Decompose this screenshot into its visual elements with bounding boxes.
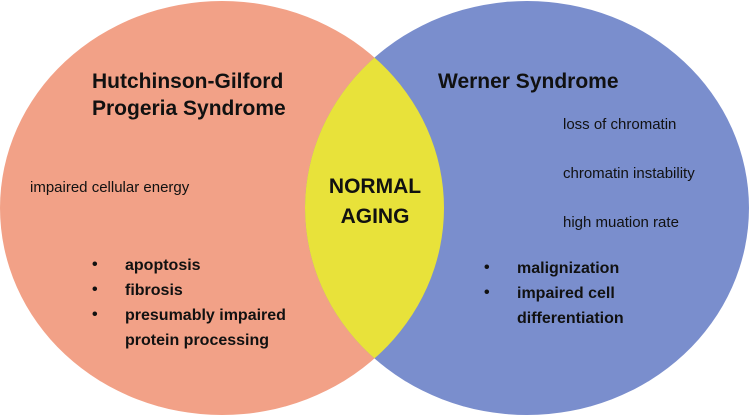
left-circle (0, 1, 444, 415)
left-bullet-marker: • (92, 306, 98, 323)
left-title: Hutchinson-Gilford Progeria Syndrome (92, 68, 286, 122)
right-note: high muation rate (563, 214, 679, 231)
right-note: chromatin instability (563, 165, 695, 182)
left-bullet-item: apoptosis (125, 257, 201, 274)
left-note: impaired cellular energy (30, 179, 190, 196)
overlap-label-line1: NORMAL (328, 175, 422, 198)
right-circle (305, 1, 749, 415)
left-title-line2: Progeria Syndrome (92, 97, 286, 120)
right-bullet-item-continued: differentiation (517, 310, 624, 327)
right-title: Werner Syndrome (438, 70, 619, 93)
right-bullet-marker: • (484, 284, 490, 301)
right-note: loss of chromatin (563, 116, 677, 133)
overlap-label: NORMAL AGING (300, 172, 450, 232)
right-bullet-item: malignization (517, 260, 620, 277)
left-bullet-item: fibrosis (125, 282, 183, 299)
right-bullet-marker: • (484, 259, 490, 276)
left-bullet-item-continued: protein processing (125, 332, 270, 349)
left-title-line1: Hutchinson-Gilford (92, 70, 284, 93)
left-bullet-item: presumably impaired (125, 307, 286, 324)
left-bullet-marker: • (92, 281, 98, 298)
left-bullet-marker: • (92, 256, 98, 273)
right-bullet-item: impaired cell (517, 285, 615, 302)
overlap-label-line2: AGING (340, 205, 410, 228)
